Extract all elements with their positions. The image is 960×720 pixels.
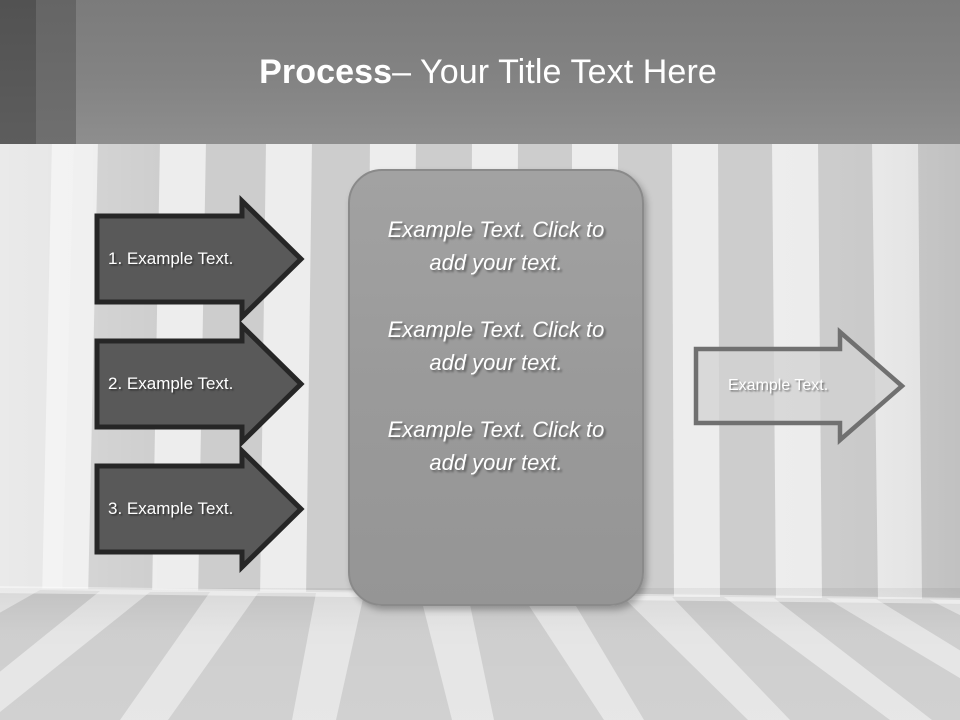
center-content-box[interactable]: Example Text. Click to add your text. Ex… <box>348 169 644 606</box>
page-title-rest: – Your Title Text Here <box>392 52 717 91</box>
page-title-bold: Process <box>259 52 393 91</box>
page-title: Process – Your Title Text Here <box>76 0 960 144</box>
header-stripe-dark <box>0 0 36 144</box>
process-arrow-1-shape <box>94 195 305 323</box>
result-arrow[interactable]: Example Text. <box>690 324 910 448</box>
process-arrow-3[interactable]: 3. Example Text. <box>90 444 308 574</box>
process-arrow-1[interactable]: 1. Example Text. <box>90 194 308 324</box>
center-paragraph-2: Example Text. Click to add your text. <box>387 317 605 375</box>
result-arrow-shape <box>693 327 906 445</box>
process-arrow-2-shape <box>94 320 305 448</box>
process-arrow-3-shape <box>94 445 305 573</box>
center-paragraph-1: Example Text. Click to add your text. <box>387 217 605 275</box>
header-band: Process – Your Title Text Here <box>0 0 960 144</box>
header-stripe-mid <box>36 0 76 144</box>
center-paragraph-3: Example Text. Click to add your text. <box>387 417 605 475</box>
process-arrow-2[interactable]: 2. Example Text. <box>90 319 308 449</box>
